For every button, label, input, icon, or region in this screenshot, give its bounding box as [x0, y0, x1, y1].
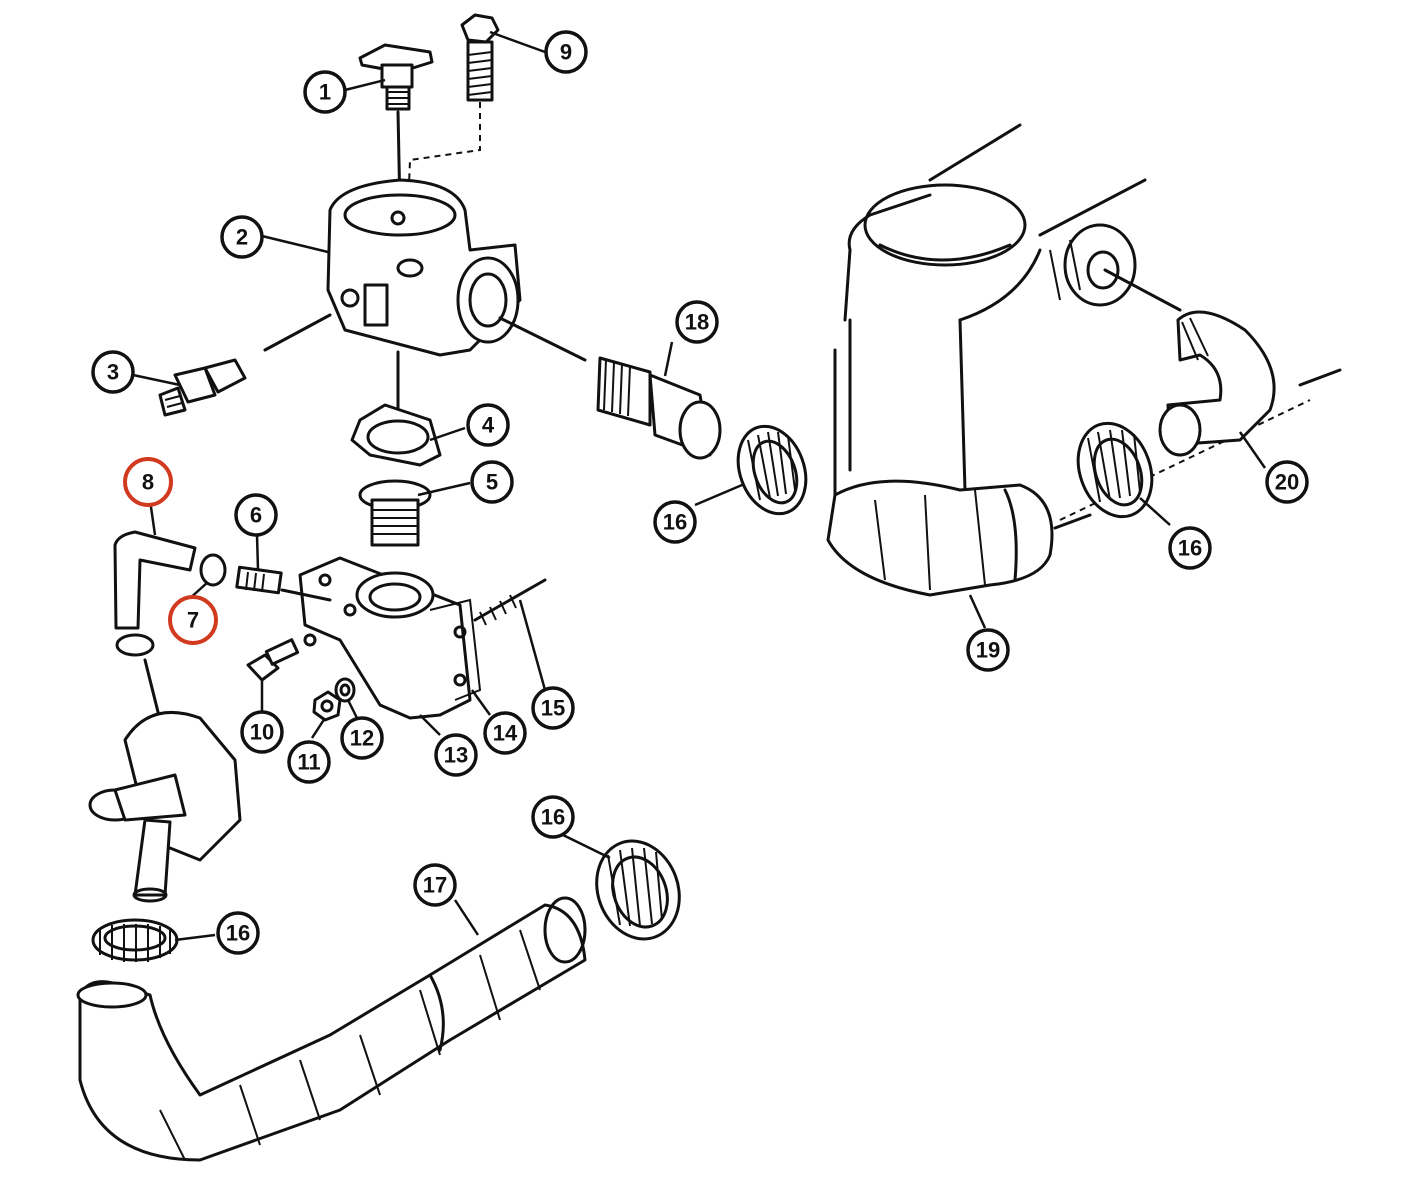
- callout-13: 13: [434, 733, 478, 777]
- part-16-hose-clamp-upper-right: [1076, 421, 1154, 519]
- svg-text:20: 20: [1275, 470, 1299, 495]
- centerline-20: [1103, 268, 1182, 312]
- callout-16-upper-right: 16: [1168, 526, 1212, 570]
- water-pump: [88, 658, 242, 903]
- part-15-stud: [473, 578, 547, 626]
- centerline-6: [280, 588, 332, 602]
- svg-text:12: 12: [350, 726, 374, 751]
- svg-text:16: 16: [663, 510, 687, 535]
- svg-text:18: 18: [685, 310, 709, 335]
- svg-text:5: 5: [486, 470, 498, 495]
- leader-lines: [132, 30, 1267, 942]
- part-6-pipe-nipple: [235, 565, 283, 595]
- part-11-nut: [312, 690, 342, 722]
- callout-19: 19: [966, 628, 1010, 672]
- part-16-hose-clamp-lower-right: [595, 839, 681, 941]
- part-19-upper-radiator-hose: [826, 479, 1054, 597]
- part-14-gasket: [429, 598, 482, 701]
- svg-text:3: 3: [107, 360, 119, 385]
- callout-6: 6: [234, 493, 278, 537]
- part-12-washer: [334, 677, 356, 703]
- svg-text:19: 19: [976, 638, 1000, 663]
- part-17-lower-radiator-hose: [76, 896, 587, 1162]
- callout-1: 1: [303, 70, 347, 114]
- svg-text:11: 11: [297, 750, 320, 775]
- svg-text:16: 16: [226, 921, 250, 946]
- leader-2-to-3: [263, 313, 332, 352]
- callout-12: 12: [340, 716, 384, 760]
- callout-16-upper-left: 16: [653, 500, 697, 544]
- svg-text:8: 8: [142, 470, 154, 495]
- callout-9: 9: [544, 30, 588, 74]
- svg-text:1: 1: [319, 80, 331, 105]
- part-7-hose-clamp: [115, 553, 227, 657]
- callout-10: 10: [240, 710, 284, 754]
- svg-text:16: 16: [541, 805, 565, 830]
- part-10-bolt: [246, 638, 300, 682]
- callout-20: 20: [1265, 460, 1309, 504]
- callout-7: 7: [168, 595, 218, 645]
- callout-4: 4: [466, 403, 510, 447]
- svg-text:17: 17: [423, 873, 447, 898]
- part-8-bypass-hose: [113, 530, 197, 630]
- part-20-elbow-hose: [1158, 310, 1276, 457]
- callout-17: 17: [413, 863, 457, 907]
- svg-text:14: 14: [493, 721, 518, 746]
- svg-text:6: 6: [250, 503, 262, 528]
- callout-14: 14: [483, 711, 527, 755]
- callout-16-lower-left: 16: [216, 911, 260, 955]
- part-18-hose-adapter: [596, 356, 722, 460]
- callout-11: 11: [287, 740, 331, 784]
- leader-2-to-18: [498, 316, 587, 362]
- part-16-hose-clamp-lower-left: [91, 918, 179, 962]
- part-1-temperature-sender: [358, 43, 434, 111]
- callout-8: 8: [123, 457, 173, 507]
- part-3-temperature-switch: [158, 358, 247, 417]
- callouts: 1 2 3 4 5 6 7 8 9 10 11 12 13 14 15 16 1…: [91, 30, 1309, 955]
- callout-15: 15: [531, 686, 575, 730]
- callout-18: 18: [675, 300, 719, 344]
- part-9-bolt: [460, 13, 500, 102]
- callout-2: 2: [220, 215, 264, 259]
- leader-19-16: [1053, 513, 1092, 530]
- callout-5: 5: [470, 460, 514, 504]
- svg-text:2: 2: [236, 225, 248, 250]
- part-13-water-outlet: [298, 556, 472, 720]
- part-5-thermostat: [358, 479, 432, 547]
- svg-text:4: 4: [482, 413, 495, 438]
- svg-text:16: 16: [1178, 536, 1202, 561]
- part-4-gasket: [350, 403, 442, 467]
- callout-3: 3: [91, 350, 135, 394]
- svg-text:15: 15: [541, 696, 565, 721]
- svg-text:10: 10: [250, 720, 274, 745]
- svg-text:9: 9: [560, 40, 572, 65]
- part-16-hose-clamp-upper-left: [736, 424, 808, 516]
- part-2-thermostat-housing: [326, 178, 522, 357]
- svg-text:13: 13: [444, 743, 468, 768]
- callout-16-lower-right: 16: [531, 795, 575, 839]
- svg-text:7: 7: [187, 608, 199, 633]
